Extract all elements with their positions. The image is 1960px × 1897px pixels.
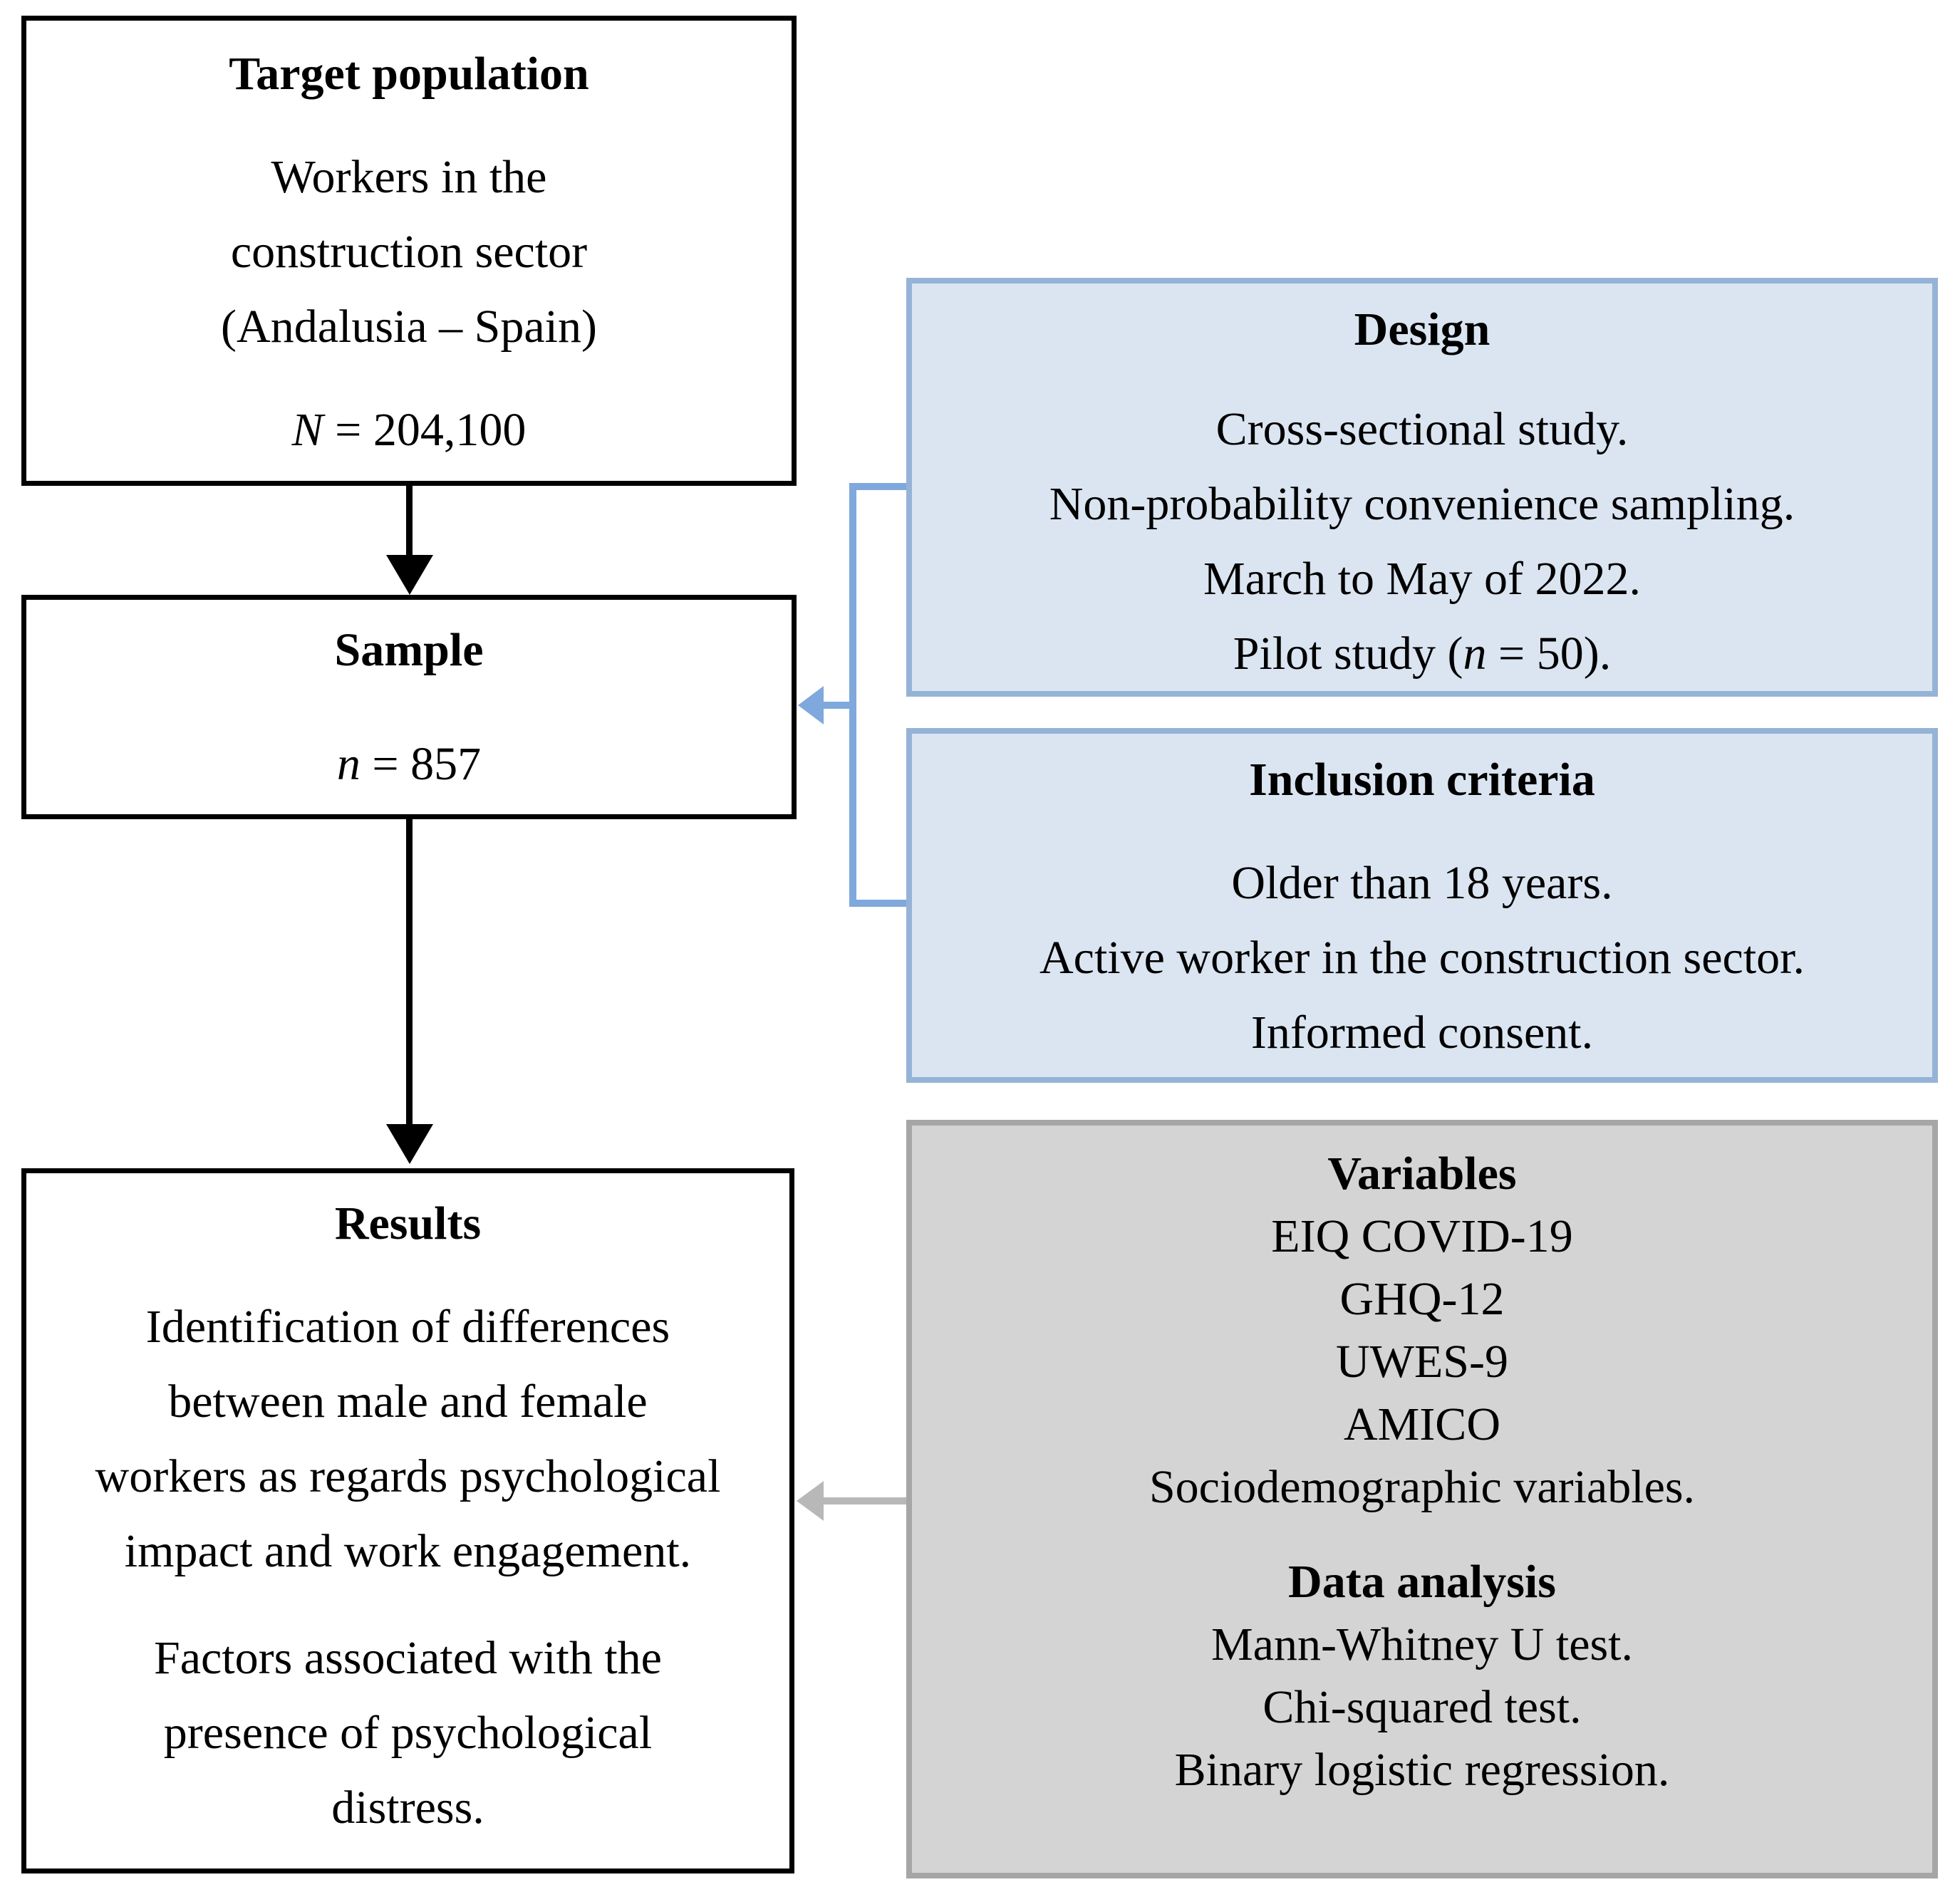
target-population-title: Target population [229, 48, 589, 100]
target-population-line: (Andalusia – Spain) [221, 301, 597, 353]
sample-count: n = 857 [337, 727, 481, 801]
results-line: impact and work engagement. [124, 1525, 692, 1577]
variables-line: GHQ-12 [1339, 1273, 1505, 1325]
inclusion-criteria-title: Inclusion criteria [1249, 754, 1595, 806]
pilot-pre: Pilot study ( [1233, 628, 1463, 680]
data-analysis-line: Binary logistic regression. [1174, 1744, 1670, 1796]
results-line: workers as regards psychological [95, 1450, 721, 1502]
inclusion-line: Active worker in the construction sector… [1039, 932, 1805, 984]
arrow-target-to-sample-shaft [406, 486, 413, 557]
sample-n-symbol: n [336, 738, 361, 790]
data-analysis-title: Data analysis [1288, 1556, 1556, 1608]
target-population-box: Target population Workers in the constru… [21, 16, 797, 486]
target-population-count: N = 204,100 [292, 393, 527, 467]
variables-line: Sociodemographic variables. [1148, 1461, 1696, 1513]
inclusion-criteria-box: Inclusion criteria Older than 18 years. … [906, 728, 1938, 1083]
target-population-line: Workers in the [271, 151, 547, 203]
variables-title: Variables [1327, 1148, 1517, 1200]
variables-line: EIQ COVID-19 [1271, 1210, 1573, 1262]
results-line: Factors associated with the [154, 1632, 662, 1684]
blue-bracket-vertical [849, 483, 856, 907]
arrow-variables-to-results-shaft [824, 1497, 906, 1504]
arrow-bracket-to-sample-shaft [823, 702, 856, 709]
population-n-value: = 204,100 [323, 404, 527, 456]
arrow-sample-to-results-shaft [406, 819, 413, 1126]
inclusion-line: Older than 18 years. [1231, 857, 1613, 909]
results-box: Results Identification of differences be… [21, 1168, 794, 1873]
population-n-symbol: N [291, 404, 323, 456]
sample-n-value: = 857 [360, 738, 482, 790]
variables-box: Variables EIQ COVID-19 GHQ-12 UWES-9 AMI… [906, 1120, 1938, 1878]
blue-bracket-top-horizontal [849, 483, 906, 490]
results-line: between male and female [168, 1376, 648, 1428]
design-title: Design [1354, 303, 1490, 355]
design-pilot-line: Pilot study (n = 50). [1233, 616, 1611, 691]
pilot-n-symbol: n [1463, 628, 1487, 680]
data-analysis-line: Mann-Whitney U test. [1210, 1618, 1634, 1670]
target-population-line: construction sector [230, 226, 588, 278]
data-analysis-line: Chi-squared test. [1262, 1681, 1582, 1733]
results-title: Results [334, 1197, 482, 1249]
arrow-sample-to-results-head [386, 1124, 433, 1164]
sample-title: Sample [334, 624, 484, 676]
blue-bracket-bottom-horizontal [849, 900, 906, 907]
results-line: distress. [331, 1782, 484, 1834]
design-line: Cross-sectional study. [1215, 403, 1629, 455]
design-line: March to May of 2022. [1203, 553, 1642, 605]
results-line: Identification of differences [145, 1301, 670, 1353]
arrow-target-to-sample-head [386, 555, 433, 595]
variables-line: AMICO [1343, 1398, 1500, 1450]
pilot-post: = 50). [1486, 628, 1612, 680]
arrow-variables-to-results-head [797, 1481, 824, 1521]
variables-line: UWES-9 [1336, 1336, 1508, 1388]
design-box: Design Cross-sectional study. Non-probab… [906, 278, 1938, 697]
sample-box: Sample n = 857 [21, 595, 797, 819]
inclusion-line: Informed consent. [1250, 1007, 1594, 1059]
arrow-bracket-to-sample-head [798, 686, 824, 724]
design-line: Non-probability convenience sampling. [1049, 478, 1795, 530]
results-line: presence of psychological [163, 1707, 653, 1759]
